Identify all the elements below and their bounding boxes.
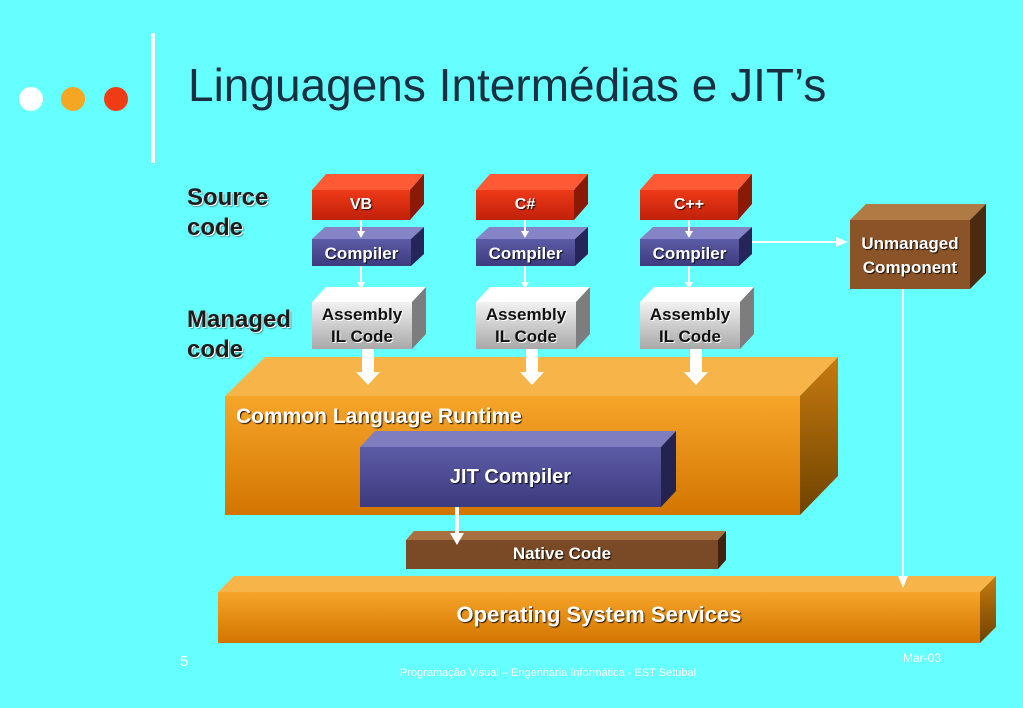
thin-arrows bbox=[357, 220, 693, 289]
language-box-cpp bbox=[640, 174, 752, 220]
compiler-box-vb bbox=[312, 227, 424, 266]
managed-code-label-line2: code bbox=[187, 336, 244, 363]
arrow-jit-to-native bbox=[450, 507, 464, 545]
os-services-label: Operating System Services bbox=[456, 602, 742, 627]
assembly-label-vb-line2: IL Code bbox=[330, 327, 394, 346]
assembly-label-csharp: Assembly IL Code bbox=[476, 304, 576, 348]
unmanaged-component-label: Unmanaged Component bbox=[850, 232, 970, 280]
compiler-label-csharp: Compiler bbox=[488, 244, 563, 263]
footer-date: Mar-03 bbox=[903, 651, 942, 665]
language-label-vb: VB bbox=[349, 196, 373, 213]
decor-dot-white bbox=[19, 87, 43, 111]
managed-code-label: Managed code bbox=[187, 305, 291, 365]
assembly-label-vb-line1: Assembly bbox=[321, 305, 403, 324]
unmanaged-component-box bbox=[850, 204, 986, 289]
arrow-unmanaged-to-os bbox=[898, 289, 908, 588]
language-label-csharp: C# bbox=[514, 196, 536, 213]
assembly-label-cpp: Assembly IL Code bbox=[640, 304, 740, 348]
compiler-label-cpp: Compiler bbox=[652, 244, 727, 263]
source-code-label-line1: Source bbox=[187, 184, 269, 211]
clr-label: Common Language Runtime bbox=[236, 405, 522, 428]
assembly-box-csharp bbox=[476, 287, 590, 349]
managed-code-label-line1: Managed bbox=[187, 306, 292, 333]
native-code-label: Native Code bbox=[512, 544, 612, 563]
compiler-box-csharp bbox=[476, 227, 588, 266]
arrow-to-unmanaged bbox=[752, 237, 848, 247]
unmanaged-label-line2: Component bbox=[862, 258, 958, 277]
os-services-block bbox=[218, 576, 996, 643]
assembly-label-csharp-line1: Assembly bbox=[485, 305, 567, 324]
language-label-cpp: C++ bbox=[673, 196, 705, 213]
assembly-label-cpp-line2: IL Code bbox=[658, 327, 722, 346]
unmanaged-label-line1: Unmanaged bbox=[861, 234, 959, 253]
assembly-label-cpp-line1: Assembly bbox=[649, 305, 731, 324]
source-code-label: Source code bbox=[187, 183, 268, 243]
jit-compiler-box bbox=[360, 431, 676, 507]
decor-dot-orange bbox=[61, 87, 85, 111]
jit-compiler-label: JIT Compiler bbox=[449, 466, 572, 488]
compiler-box-cpp bbox=[640, 227, 752, 266]
page-number: 5 bbox=[180, 653, 189, 670]
native-code-box bbox=[406, 531, 726, 569]
assembly-label-vb: Assembly IL Code bbox=[312, 304, 412, 348]
title-divider bbox=[151, 33, 155, 163]
assembly-label-csharp-line2: IL Code bbox=[494, 327, 558, 346]
source-code-label-line2: code bbox=[187, 214, 244, 241]
assembly-box-vb bbox=[312, 287, 426, 349]
assembly-box-cpp bbox=[640, 287, 754, 349]
compiler-label-vb: Compiler bbox=[324, 244, 399, 263]
footer-text: Programação Visual – Engenharia Informát… bbox=[399, 667, 697, 679]
language-box-vb bbox=[312, 174, 424, 220]
slide-title: Linguagens Intermédias e JIT’s bbox=[188, 59, 827, 111]
language-box-csharp bbox=[476, 174, 588, 220]
thick-arrows bbox=[356, 349, 708, 385]
decor-dot-red bbox=[104, 87, 128, 111]
